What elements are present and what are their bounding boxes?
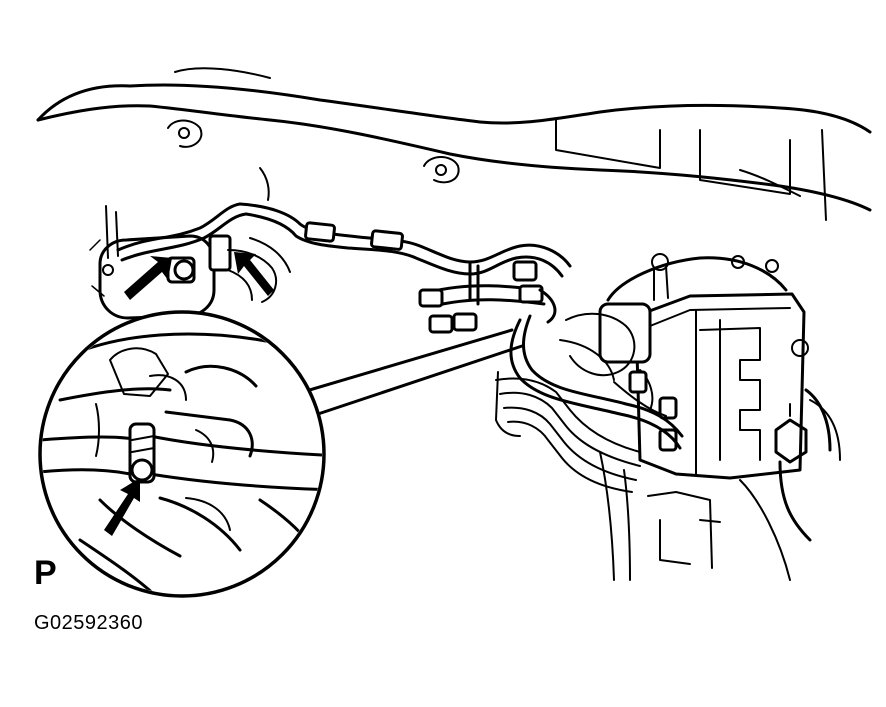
vehicle-body-outline xyxy=(36,67,872,221)
detail-callout-leader xyxy=(294,328,524,418)
view-label: P xyxy=(34,554,57,592)
left-valve-assembly xyxy=(89,202,291,320)
brake-tubes xyxy=(238,202,572,334)
figure-code: G02592360 xyxy=(34,612,144,634)
detail-zoom-circle xyxy=(38,310,326,598)
actuator-tube-bundle xyxy=(495,314,684,493)
bolt-indicator-arrow-right xyxy=(234,252,274,296)
bolt-indicator-arrow-left xyxy=(124,256,172,300)
lower-frame-bracket xyxy=(599,399,841,581)
